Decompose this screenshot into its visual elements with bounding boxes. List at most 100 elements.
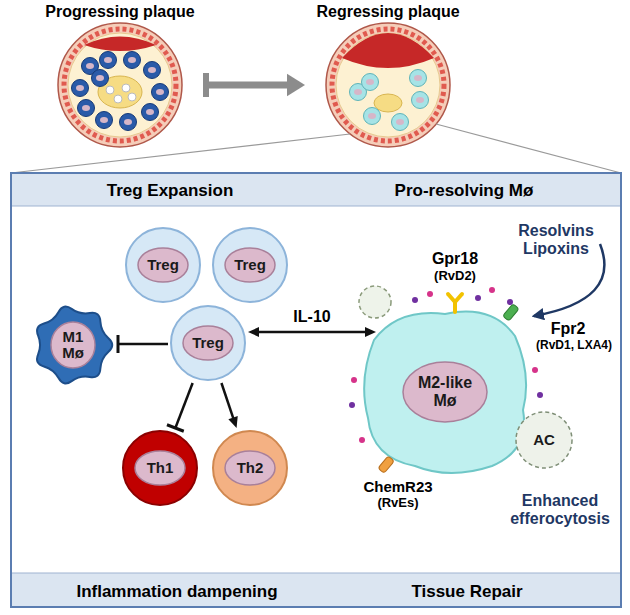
panel-ground-part [10, 573, 622, 574]
m2-macrophage-shape-part [532, 367, 538, 373]
progressing-plaque-illustration-part-part [76, 85, 84, 91]
connector-part [117, 335, 120, 353]
connector-part [287, 74, 305, 96]
progressing-plaque-illustration-part-part [72, 80, 89, 97]
th1-cell: Th1 [120, 428, 200, 508]
m2-macrophage-shape-part [349, 402, 355, 408]
connector-part [228, 416, 237, 428]
receptor-name: Gpr18 [432, 250, 478, 268]
m2-macrophage: M2-like Mø [360, 300, 530, 478]
ligand-note: (RvD2) [434, 269, 476, 284]
panel-ground-part [10, 172, 622, 608]
m2-macrophage-shape-part-part [378, 456, 394, 473]
treg-cell-shape-part [138, 248, 188, 282]
m2-macrophage-shape-part [507, 299, 513, 305]
progressing-plaque-illustration-part [76, 57, 164, 125]
cell-label-box: M1 Mø [28, 300, 118, 390]
process-label: Enhanced efferocytosis [504, 492, 616, 529]
cell-label: Treg [147, 257, 179, 274]
ligand-note: (RvEs) [377, 496, 418, 511]
m2-macrophage-shape-part-part [455, 294, 462, 302]
progressing-plaque-illustration-part-part [86, 63, 94, 69]
progressing-plaque-illustration-part [122, 84, 130, 92]
progressing-plaque-illustration-part [68, 33, 172, 137]
progressing-plaque-illustration-part-part [78, 100, 95, 117]
m2-macrophage-shape-part [359, 437, 365, 443]
progressing-plaque-illustration-part-part [142, 104, 159, 121]
treg-cell: Treg [123, 225, 203, 305]
apoptotic-cell: AC [514, 410, 574, 470]
m1-macrophage-shape-part [51, 322, 95, 368]
cell-label-box: Treg [123, 225, 203, 305]
connector [221, 383, 237, 428]
panel-ground-part [10, 172, 622, 206]
plaque-title: Regressing plaque [305, 2, 471, 22]
connector-label: IL-10 [290, 307, 333, 327]
treg-cell-shape-part [225, 248, 275, 282]
connector-part [175, 383, 192, 428]
treg-cell: Treg [168, 303, 248, 383]
cell-label-box: Treg [210, 225, 290, 305]
regressing-plaque-illustration-part-part [368, 113, 376, 119]
band-heading: Pro-resolving Mø [395, 180, 534, 201]
m2-macrophage-shape-part [503, 304, 519, 321]
m2-macrophage-shape-part [537, 392, 543, 398]
cell-label-box: Th1 [120, 428, 200, 508]
m2-macrophage-shape-part-part [503, 304, 519, 321]
regressing-plaque-illustration-part-part [362, 74, 379, 91]
connector-part [203, 82, 290, 89]
plaque-title: Progressing plaque [37, 2, 203, 22]
regressing-plaque-illustration-part [326, 23, 450, 147]
progressing-plaque-illustration-part-part [156, 89, 164, 95]
band-footer: Inflammation dampening [76, 581, 277, 602]
th1-cell-shape-part [123, 431, 197, 505]
th2-cell: Th2 [210, 428, 290, 508]
progressing-plaque-illustration-part-part [124, 119, 132, 125]
cell-label-box: Th2 [210, 428, 290, 508]
regressing-plaque-illustration-part [350, 70, 429, 131]
m2-macrophage-shape-part [378, 456, 394, 473]
progressing-plaque-illustration-part-part [152, 84, 169, 101]
connector-part [221, 383, 233, 419]
m2-macrophage-shape-part [489, 287, 495, 293]
progressing-plaque-illustration-part [58, 23, 182, 147]
connector [203, 73, 305, 97]
connector [248, 327, 376, 337]
regressing-plaque-illustration-part-part [366, 79, 374, 85]
treg-cell: Treg [210, 225, 290, 305]
plaque-section: Progressing plaque [37, 2, 203, 152]
progressing-plaque-illustration-part [106, 86, 114, 94]
progressing-plaque-illustration-part-part [92, 70, 109, 87]
zoom-lines-part [11, 134, 350, 173]
regressing-plaque-illustration-part-part [364, 108, 381, 125]
progressing-plaque-illustration-part [72, 52, 169, 131]
connector [167, 383, 193, 431]
m2-macrophage-shape-part [475, 295, 481, 301]
regressing-plaque-illustration-part-part [396, 119, 404, 125]
cell-label: AC [533, 432, 555, 449]
connector-part [365, 327, 376, 337]
apoptotic-cell-shape-part [516, 412, 572, 468]
progressing-plaque-illustration-part-part [120, 114, 137, 131]
connector-part [203, 73, 209, 97]
connector-part [167, 425, 184, 431]
regressing-plaque-illustration-part [336, 33, 440, 137]
progressing-plaque-illustration-part-part [146, 109, 154, 115]
m2-macrophage-shape-part [359, 286, 391, 318]
progressing-plaque-illustration-part [64, 29, 176, 141]
cell-label-box: M2-like Mø [360, 300, 530, 478]
progressing-plaque-illustration-part-part [128, 57, 136, 63]
treg-cell-shape-part [171, 306, 245, 380]
plaque-section: Regressing plaque [305, 2, 471, 152]
cell-label: Treg [192, 335, 224, 352]
receptor-name: ChemR23 [363, 478, 432, 495]
progressing-plaque-illustration-part-part [82, 105, 90, 111]
mediator-label: Resolvins Lipoxins [513, 222, 599, 259]
regressing-plaque-illustration-part-part [392, 114, 409, 131]
progressing-plaque-illustration-part-part [104, 57, 112, 63]
progressing-plaque-illustration-part-part [96, 112, 113, 129]
progressing-plaque-illustration-part-part [144, 62, 161, 79]
regressing-plaque-illustration-part-part [416, 97, 424, 103]
zoom-lines [11, 124, 621, 173]
